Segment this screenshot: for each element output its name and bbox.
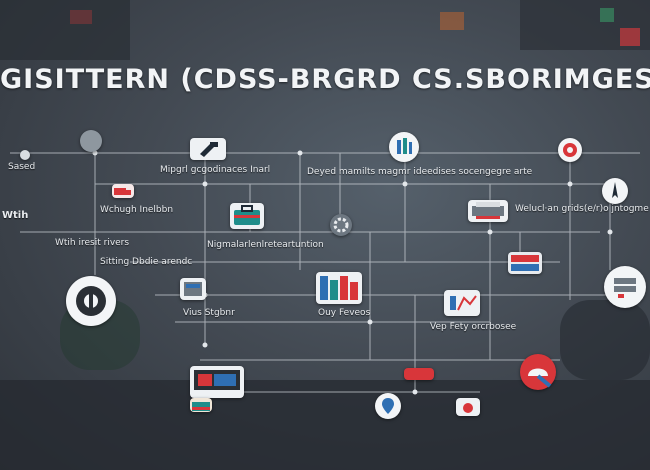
label-wtih: Wtih iresit rivers bbox=[55, 238, 130, 248]
bg-block bbox=[440, 12, 464, 30]
server-icon bbox=[508, 252, 542, 274]
compass-icon bbox=[602, 178, 628, 204]
gauge-icon bbox=[558, 138, 582, 162]
label-wchugh: Wchugh Inelbbn bbox=[100, 205, 174, 215]
bg-block bbox=[560, 300, 650, 380]
worker-icon bbox=[80, 130, 102, 152]
dashboard-icon bbox=[389, 132, 419, 162]
bg-block bbox=[620, 28, 640, 46]
calculator-icon bbox=[180, 278, 206, 300]
monitor-icon bbox=[190, 366, 244, 398]
label-vius: Vius Stgbnr bbox=[183, 308, 235, 318]
label-siting: Sitting Dbdie arendc bbox=[100, 257, 193, 267]
document-icon bbox=[404, 368, 434, 380]
bg-block bbox=[0, 0, 130, 60]
bg-block bbox=[70, 10, 92, 24]
bg-block bbox=[0, 380, 650, 470]
printer-icon bbox=[468, 200, 508, 222]
label-nigmal: Nigmalarlenlreteartuntion bbox=[207, 240, 324, 250]
folder-icon bbox=[190, 398, 212, 412]
line-chart-icon bbox=[444, 290, 480, 316]
label-welucl: Welucl·an grids(e/r)o jntogme bbox=[515, 204, 649, 214]
truck-icon bbox=[112, 184, 134, 198]
bg-block bbox=[600, 8, 614, 22]
label-mipgrl: Mipgrl gcgodinaces Inarl bbox=[160, 165, 271, 175]
label-deyed: Deyed mamilts magmr ideedises socengegre… bbox=[307, 167, 533, 177]
hammer-icon bbox=[190, 138, 226, 160]
toolbox-icon bbox=[230, 203, 264, 229]
location-icon bbox=[375, 393, 401, 419]
camera-icon bbox=[456, 398, 480, 416]
hard-hat-icon bbox=[520, 354, 556, 390]
label-vep: Vep Fety orcrbosee bbox=[430, 322, 517, 332]
label-ouy: Ouy Feveos bbox=[318, 308, 371, 318]
gear-icon bbox=[330, 214, 352, 236]
label-left-strip: Wtih bbox=[2, 210, 29, 221]
diagram-title: GISITTERN (CDSS-BRGRD CS.SBORIMGESC STO bbox=[0, 64, 650, 95]
database-icon bbox=[604, 266, 646, 308]
bar-chart-icon bbox=[316, 272, 362, 304]
label-sased: Sased bbox=[8, 162, 36, 172]
blueprint-icon bbox=[66, 276, 116, 326]
small-node-icon bbox=[20, 150, 30, 160]
